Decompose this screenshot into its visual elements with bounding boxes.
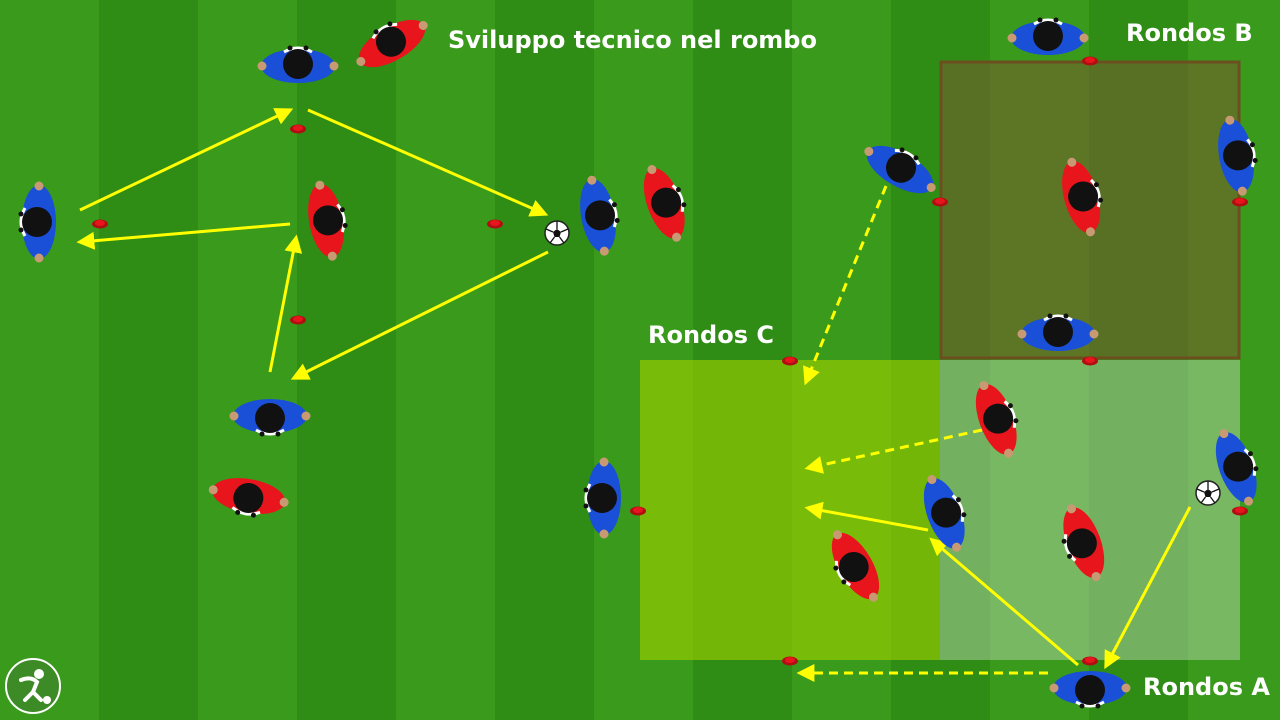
blue-player [864,145,936,194]
drill-title: Sviluppo tecnico nel rombo [448,26,817,54]
arrow-solid [804,501,929,532]
blue-player [1049,671,1131,709]
blue-player [1017,313,1099,351]
blue-player [257,45,339,83]
zone-label-rondos-b: Rondos B [1126,19,1253,47]
blue-player [923,475,967,552]
blue-player [1218,115,1258,196]
cone-icon [630,506,646,516]
players [18,17,1259,709]
red-player [356,19,428,68]
pitch-stripe [396,0,496,720]
arrow-solid [929,537,1079,667]
blue-player [583,457,621,539]
arrow-solid [76,222,291,250]
zone-label-rondos-c: Rondos C [648,321,774,349]
arrow-solid [79,108,294,212]
blue-player [580,175,620,256]
red-player [1061,504,1105,581]
cones [92,56,1248,666]
cone-icon [1232,197,1248,207]
pitch-stripe [297,0,397,720]
arrow-solid [1104,506,1192,670]
blue-player [1007,17,1089,55]
cone-icon [487,219,503,229]
cone-icon [1082,656,1098,666]
arrow-solid [268,234,303,373]
cone-icon [290,315,306,325]
red-player [975,381,1019,458]
red-player [643,165,687,242]
pitch-stripe [99,0,199,720]
cone-icon [782,656,798,666]
soccer-ball-icon [544,220,570,246]
red-player [1062,157,1104,237]
pitch-stripe [0,0,100,720]
cone-icon [1232,506,1248,516]
red-player [831,530,880,602]
pitch-stripe [495,0,595,720]
zone-rondos-c [640,360,940,660]
player-logo-icon [5,658,61,714]
cone-icon [92,219,108,229]
soccer-ball-icon [1195,480,1221,506]
cone-icon [290,124,306,134]
cone-icon [1082,356,1098,366]
blue-player [229,399,311,437]
zone-label-rondos-a: Rondos A [1143,673,1270,701]
pitch-stripe [198,0,298,720]
blue-player [1215,429,1259,506]
arrow-dashed [803,185,888,386]
balls [544,220,1221,506]
arrow-solid [290,250,549,380]
red-player [308,180,348,261]
run-arrows [796,185,1048,682]
blue-player [18,181,56,263]
arrow-solid [307,108,549,217]
pass-arrows [76,108,1192,670]
cone-icon [1082,56,1098,66]
red-player [208,478,289,518]
cone-icon [932,197,948,207]
cone-icon [782,356,798,366]
